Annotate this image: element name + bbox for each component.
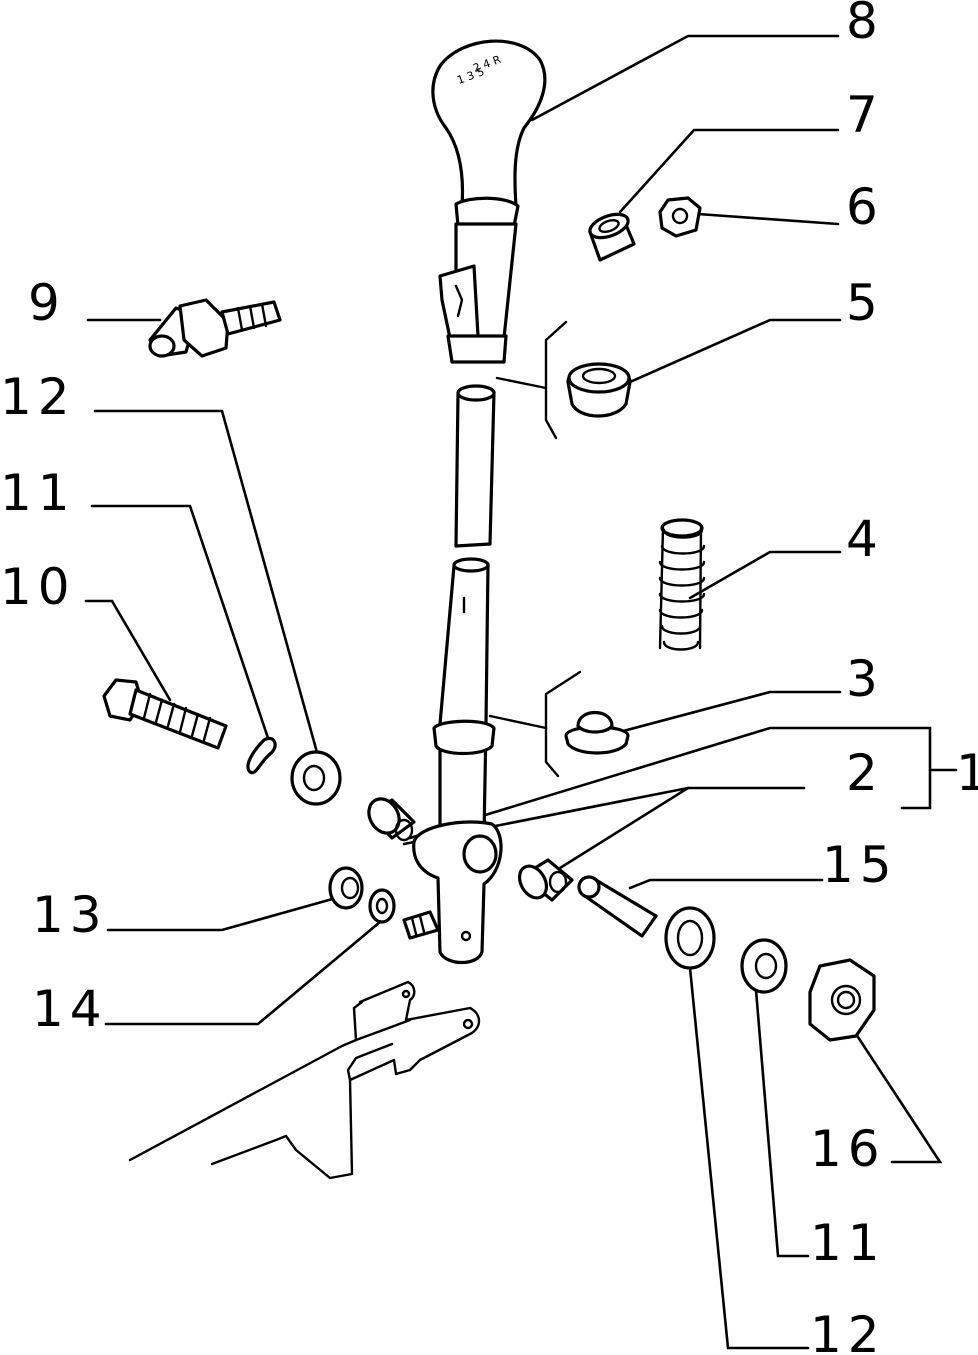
leader-2-b [558,786,690,870]
leader-lines [84,34,958,1350]
leader-12-left [93,409,320,758]
leader-11-left [90,504,270,740]
bracket-3-arrow [488,714,548,730]
leader-13 [106,896,338,932]
washer-12-right [664,906,716,970]
callout-13: 13 [32,886,108,944]
bracket-5-arrow [495,376,548,390]
clip-11-left [246,736,277,775]
callout-7: 7 [846,86,884,144]
leader-14 [104,920,382,1026]
callout-3: 3 [846,650,884,708]
leader-5 [610,318,842,392]
callout-12-right: 12 [810,1306,886,1355]
callout-14: 14 [32,980,108,1038]
nut-16 [808,958,876,1042]
leader-6 [696,212,840,226]
callout-8: 8 [846,0,884,50]
callout-9: 9 [28,274,66,332]
stud-9 [148,298,282,358]
bushing-2-left [367,797,416,842]
nut-6 [658,196,702,238]
gear-knob: 1 3 5 2 4 R [431,39,547,208]
circlip-13 [328,866,364,910]
callout-15: 15 [822,836,898,894]
bolt-10 [102,678,228,750]
leader-7 [618,128,840,214]
callout-6: 6 [846,178,884,236]
bushing-5 [566,362,632,418]
callout-11-left: 11 [0,464,76,522]
leader-1 [408,726,932,840]
split-washer-11-right [740,938,788,994]
cap-3 [564,711,630,755]
callout-4: 4 [846,510,884,568]
callout-11-right: 11 [810,1214,886,1272]
spring-4 [658,518,706,651]
washer-14 [368,888,396,924]
leader-8 [530,34,840,122]
leader-10 [84,599,172,702]
sleeve-7 [588,212,636,262]
bracket-5 [544,320,568,440]
leader-11-right [754,988,810,1258]
bushing-2-right [517,858,574,902]
pin-15 [577,875,658,938]
callout-12-left: 12 [0,368,76,426]
callout-2: 2 [846,744,884,802]
leader-4 [688,550,842,600]
washer-12-left [290,750,342,806]
linkage-frame [128,980,481,1180]
callout-10: 10 [0,558,76,616]
lower-lever [402,557,503,965]
leader-12-right [688,966,810,1350]
callout-1: 1 [956,744,978,802]
leader-3 [610,690,842,736]
bracket-3 [544,670,582,778]
middle-rod [454,384,496,548]
leader-16 [854,1032,943,1164]
leader-15 [628,878,824,890]
callout-5: 5 [846,274,884,332]
upper-lever-tube [438,196,520,364]
callout-16: 16 [810,1120,886,1178]
